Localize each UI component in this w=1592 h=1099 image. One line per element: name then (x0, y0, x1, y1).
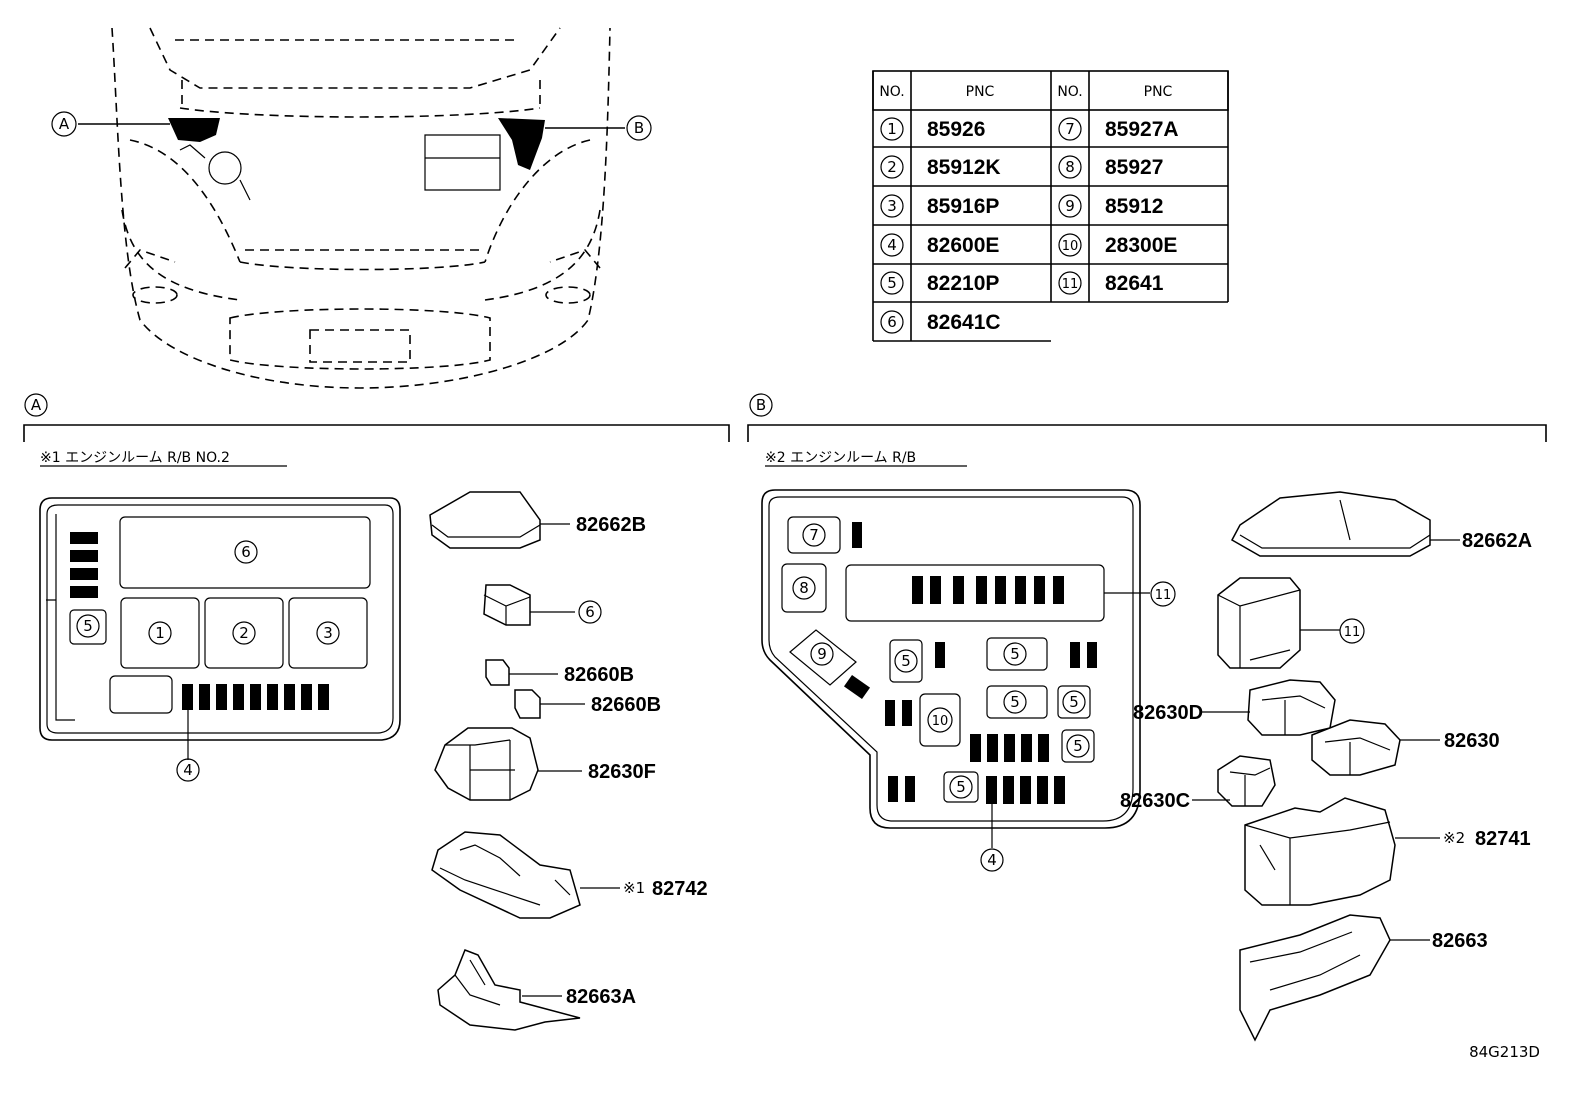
part-a-code-5: 82630F (588, 761, 656, 783)
box-b-label-5d: 5 (1069, 693, 1079, 711)
table-cell-no: 8 (1065, 158, 1075, 176)
table-cell-pnc: 85912K (927, 156, 1001, 179)
table-cell-no: 11 (1062, 277, 1079, 292)
table-cell-pnc: 85927 (1105, 156, 1163, 179)
table-cell-pnc: 85926 (927, 118, 985, 141)
part-b-holder-c: 82630C (1120, 755, 1276, 812)
part-b-cover: 82662A (1230, 491, 1532, 557)
table-cell-no: 5 (887, 274, 897, 292)
table-cell-no: 9 (1065, 197, 1075, 215)
table-cell-pnc: 28300E (1105, 234, 1177, 257)
table-row: 2 85912K 8 85927 (880, 155, 1163, 179)
table-cell-no: 6 (887, 313, 897, 331)
diagram-code: 84G213D (1469, 1043, 1540, 1061)
table-row: 4 82600E 10 28300E (880, 233, 1177, 257)
table-cell-no: 10 (1062, 239, 1079, 254)
section-a: A ※1 エンジンルーム R/B NO.2 6 1 2 3 5 (23, 393, 730, 1031)
part-a-code-7: 82663A (566, 986, 636, 1008)
table-header-no-2: NO. (1057, 84, 1082, 100)
box-b-label-11: 11 (1155, 588, 1172, 603)
box-b-label-8: 8 (799, 579, 809, 597)
part-a-mark-6: ※1 (623, 879, 645, 897)
part-b-code-4: 82630 (1444, 730, 1500, 752)
overview-marker-a: A (59, 115, 70, 133)
part-b-bracket: ※2 82741 (1244, 797, 1531, 906)
box-a-label-4: 4 (183, 761, 193, 779)
part-b-mark-6: ※2 (1443, 829, 1465, 847)
box-b-label-5e: 5 (1073, 737, 1083, 755)
overview-marker-b: B (634, 119, 644, 137)
box-a-label-1: 1 (155, 624, 165, 642)
table-cell-pnc: 85927A (1105, 118, 1179, 141)
part-b-callout-11: 11 (1344, 625, 1361, 640)
table-row: 5 82210P 11 82641 (880, 271, 1164, 295)
table-header-pnc: PNC (966, 84, 995, 100)
relay-block-a: 6 1 2 3 5 (39, 497, 401, 782)
part-b-code-3: 82630D (1133, 702, 1203, 724)
part-a-clip-1: 82660B (485, 659, 634, 686)
part-b-code-6: 82741 (1475, 828, 1531, 850)
part-a-lower-case: 82663A (437, 949, 636, 1031)
part-a-callout-6: 6 (585, 603, 595, 621)
table-header-no: NO. (879, 84, 904, 100)
part-b-holder: 82630 (1311, 719, 1500, 776)
section-b: B ※2 エンジンルーム R/B 7 8 11 (747, 393, 1547, 1042)
box-a-label-2: 2 (239, 624, 249, 642)
section-a-title: ※1 エンジンルーム R/B NO.2 (40, 450, 230, 466)
table-cell-no: 3 (887, 197, 897, 215)
box-b-label-9: 9 (817, 645, 827, 663)
part-b-code-7: 82663 (1432, 930, 1488, 952)
part-b-code-1: 82662A (1462, 530, 1532, 552)
section-a-marker: A (31, 396, 42, 414)
part-a-code-6: 82742 (652, 878, 708, 900)
table-row: 1 85926 7 85927A (880, 117, 1179, 141)
section-b-marker: B (756, 396, 766, 414)
table-cell-pnc: 82210P (927, 272, 999, 295)
section-b-title: ※2 エンジンルーム R/B (765, 450, 916, 466)
box-b-label-4: 4 (987, 851, 997, 869)
part-b-lower-case: 82663 (1239, 914, 1488, 1042)
box-b-label-5f: 5 (956, 778, 966, 796)
part-b-holder-d: 82630D (1133, 679, 1336, 736)
table-cell-no: 1 (887, 120, 897, 138)
table-cell-pnc: 85916P (927, 195, 999, 218)
relay-block-b: 7 8 11 9 5 5 (761, 489, 1176, 872)
pnc-table: NO. PNC NO. PNC 1 85926 7 85927A 2 85912… (872, 70, 1229, 342)
table-cell-no: 4 (887, 236, 897, 254)
part-a-clip-2: 82660B (514, 689, 661, 719)
part-b-code-5: 82630C (1120, 790, 1190, 812)
part-a-code-1: 82662B (576, 514, 646, 536)
box-a-label-5: 5 (83, 617, 93, 635)
table-cell-pnc: 85912 (1105, 195, 1163, 218)
table-cell-no: 7 (1065, 120, 1075, 138)
part-a-relay: 6 (483, 584, 602, 626)
table-cell-no: 2 (887, 158, 897, 176)
box-b-label-10: 10 (932, 714, 949, 729)
part-a-cover: 82662B (429, 491, 646, 549)
vehicle-overview: A B (51, 27, 652, 389)
box-b-label-5b: 5 (1010, 645, 1020, 663)
box-b-label-7: 7 (809, 526, 819, 544)
box-b-label-5: 5 (901, 652, 911, 670)
part-a-code-3: 82660B (564, 664, 634, 686)
part-b-module: 11 (1217, 577, 1365, 669)
table-row: 6 82641C (880, 310, 1001, 334)
part-a-frame: 82630F (434, 727, 656, 801)
box-a-label-6: 6 (241, 543, 251, 561)
table-cell-pnc: 82600E (927, 234, 999, 257)
table-header-pnc-2: PNC (1144, 84, 1173, 100)
box-b-label-5c: 5 (1010, 693, 1020, 711)
table-cell-pnc: 82641C (927, 311, 1001, 334)
box-a-label-3: 3 (323, 624, 333, 642)
table-row: 3 85916P 9 85912 (880, 194, 1163, 218)
table-cell-pnc: 82641 (1105, 272, 1164, 295)
part-a-code-4: 82660B (591, 694, 661, 716)
part-a-bracket: ※1 82742 (431, 831, 708, 919)
